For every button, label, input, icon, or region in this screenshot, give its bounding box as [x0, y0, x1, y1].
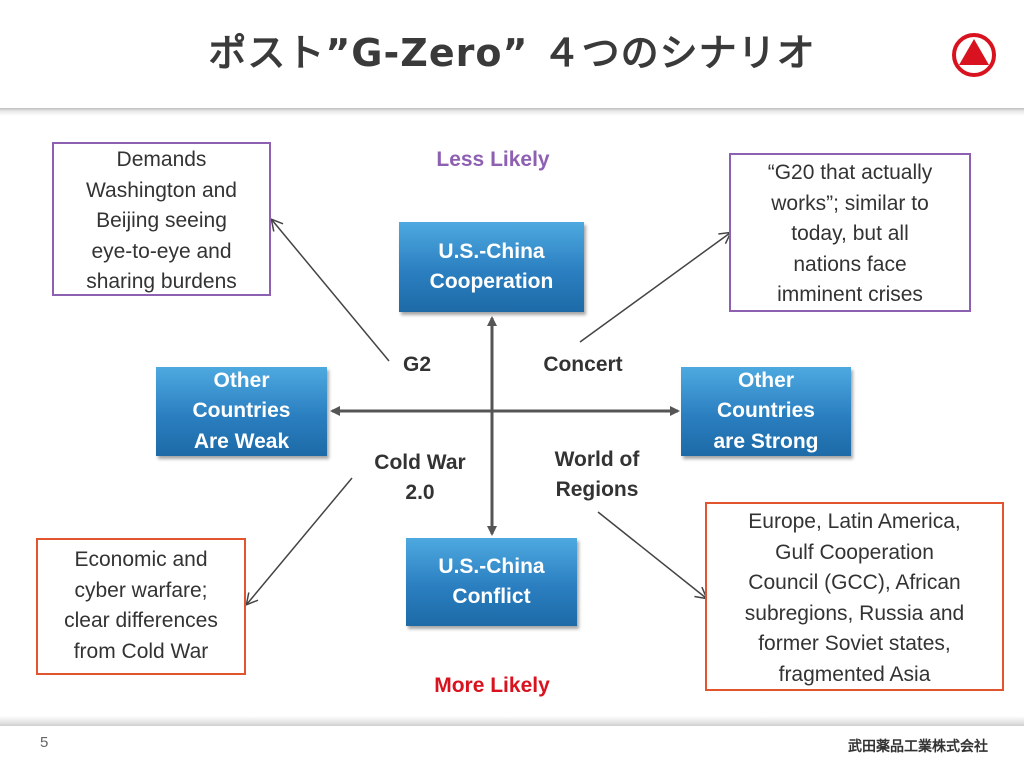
less-likely-label: Less Likely [436, 148, 550, 171]
page-number: 5 [40, 734, 49, 751]
other-countries-strong-box: Other Countries are Strong [681, 367, 851, 456]
description-line: Europe, Latin America, [748, 510, 961, 533]
box-line: Countries [716, 399, 815, 423]
description-line: subregions, Russia and [744, 601, 965, 625]
description-line: Demands [116, 148, 207, 171]
description-line: Washington and [86, 178, 237, 202]
g2-pointer-arrow [270, 218, 390, 362]
description-line: Economic and [74, 548, 208, 571]
footer-divider [0, 716, 1024, 726]
world-of-regions-description-box: Europe, Latin America, Gulf Cooperation … [705, 502, 1004, 691]
box-line: Cooperation [429, 270, 554, 293]
world-of-regions-label: World of Regions [532, 445, 662, 505]
description-line: former Soviet states, [758, 632, 951, 655]
box-line: Other [737, 368, 794, 392]
description-line: works”; similar to [771, 191, 929, 215]
cold-war-pointer-arrow [245, 477, 353, 606]
description-line: clear differences [64, 609, 218, 632]
slide-title: ポスト”G-Zero” ４つのシナリオ [208, 31, 816, 75]
box-line: U.S.-China [438, 554, 545, 578]
label-line: 2.0 [405, 481, 435, 504]
g2-label: G2 [402, 353, 431, 376]
header-divider [0, 108, 1024, 116]
box-line: Other [213, 368, 270, 392]
description-line: today, but all [791, 222, 909, 245]
box-line: Conflict [452, 585, 531, 608]
us-china-cooperation-box: U.S.-China Cooperation [399, 222, 584, 312]
description-line: imminent crises [777, 283, 923, 306]
g2-description-box: Demands Washington and Beijing seeing ey… [52, 142, 271, 296]
label-line: World of [554, 448, 640, 471]
concert-description-box: “G20 that actually works”; similar to to… [729, 153, 971, 312]
takeda-logo-icon [952, 33, 996, 77]
cold-war-description-box: Economic and cyber warfare; clear differ… [36, 538, 246, 675]
description-line: Council (GCC), African [748, 571, 961, 594]
box-line: are Strong [713, 429, 819, 453]
description-line: Gulf Cooperation [775, 540, 934, 564]
box-line: U.S.-China [438, 239, 545, 263]
description-line: Beijing seeing [96, 209, 227, 232]
description-line: eye-to-eye and [91, 239, 232, 263]
box-line: Countries [192, 399, 291, 423]
description-line: fragmented Asia [778, 662, 931, 686]
concert-pointer-arrow [579, 231, 733, 343]
description-line: nations face [793, 252, 907, 276]
concert-label: Concert [543, 353, 623, 376]
box-line: Are Weak [193, 429, 290, 453]
us-china-conflict-box: U.S.-China Conflict [406, 538, 577, 626]
regions-pointer-arrow [597, 511, 709, 600]
other-countries-weak-box: Other Countries Are Weak [156, 367, 327, 456]
description-line: sharing burdens [86, 270, 237, 293]
label-line: Cold War [374, 451, 466, 474]
slide-header: ポスト”G-Zero” ４つのシナリオ [0, 0, 1024, 108]
cold-war-label: Cold War 2.0 [355, 448, 485, 508]
description-line: from Cold War [73, 639, 209, 663]
description-line: “G20 that actually [767, 161, 933, 184]
label-line: Regions [555, 478, 639, 501]
company-name: 武田薬品工業株式会社 [848, 739, 988, 755]
description-line: cyber warfare; [74, 578, 208, 602]
more-likely-label: More Likely [434, 674, 550, 697]
